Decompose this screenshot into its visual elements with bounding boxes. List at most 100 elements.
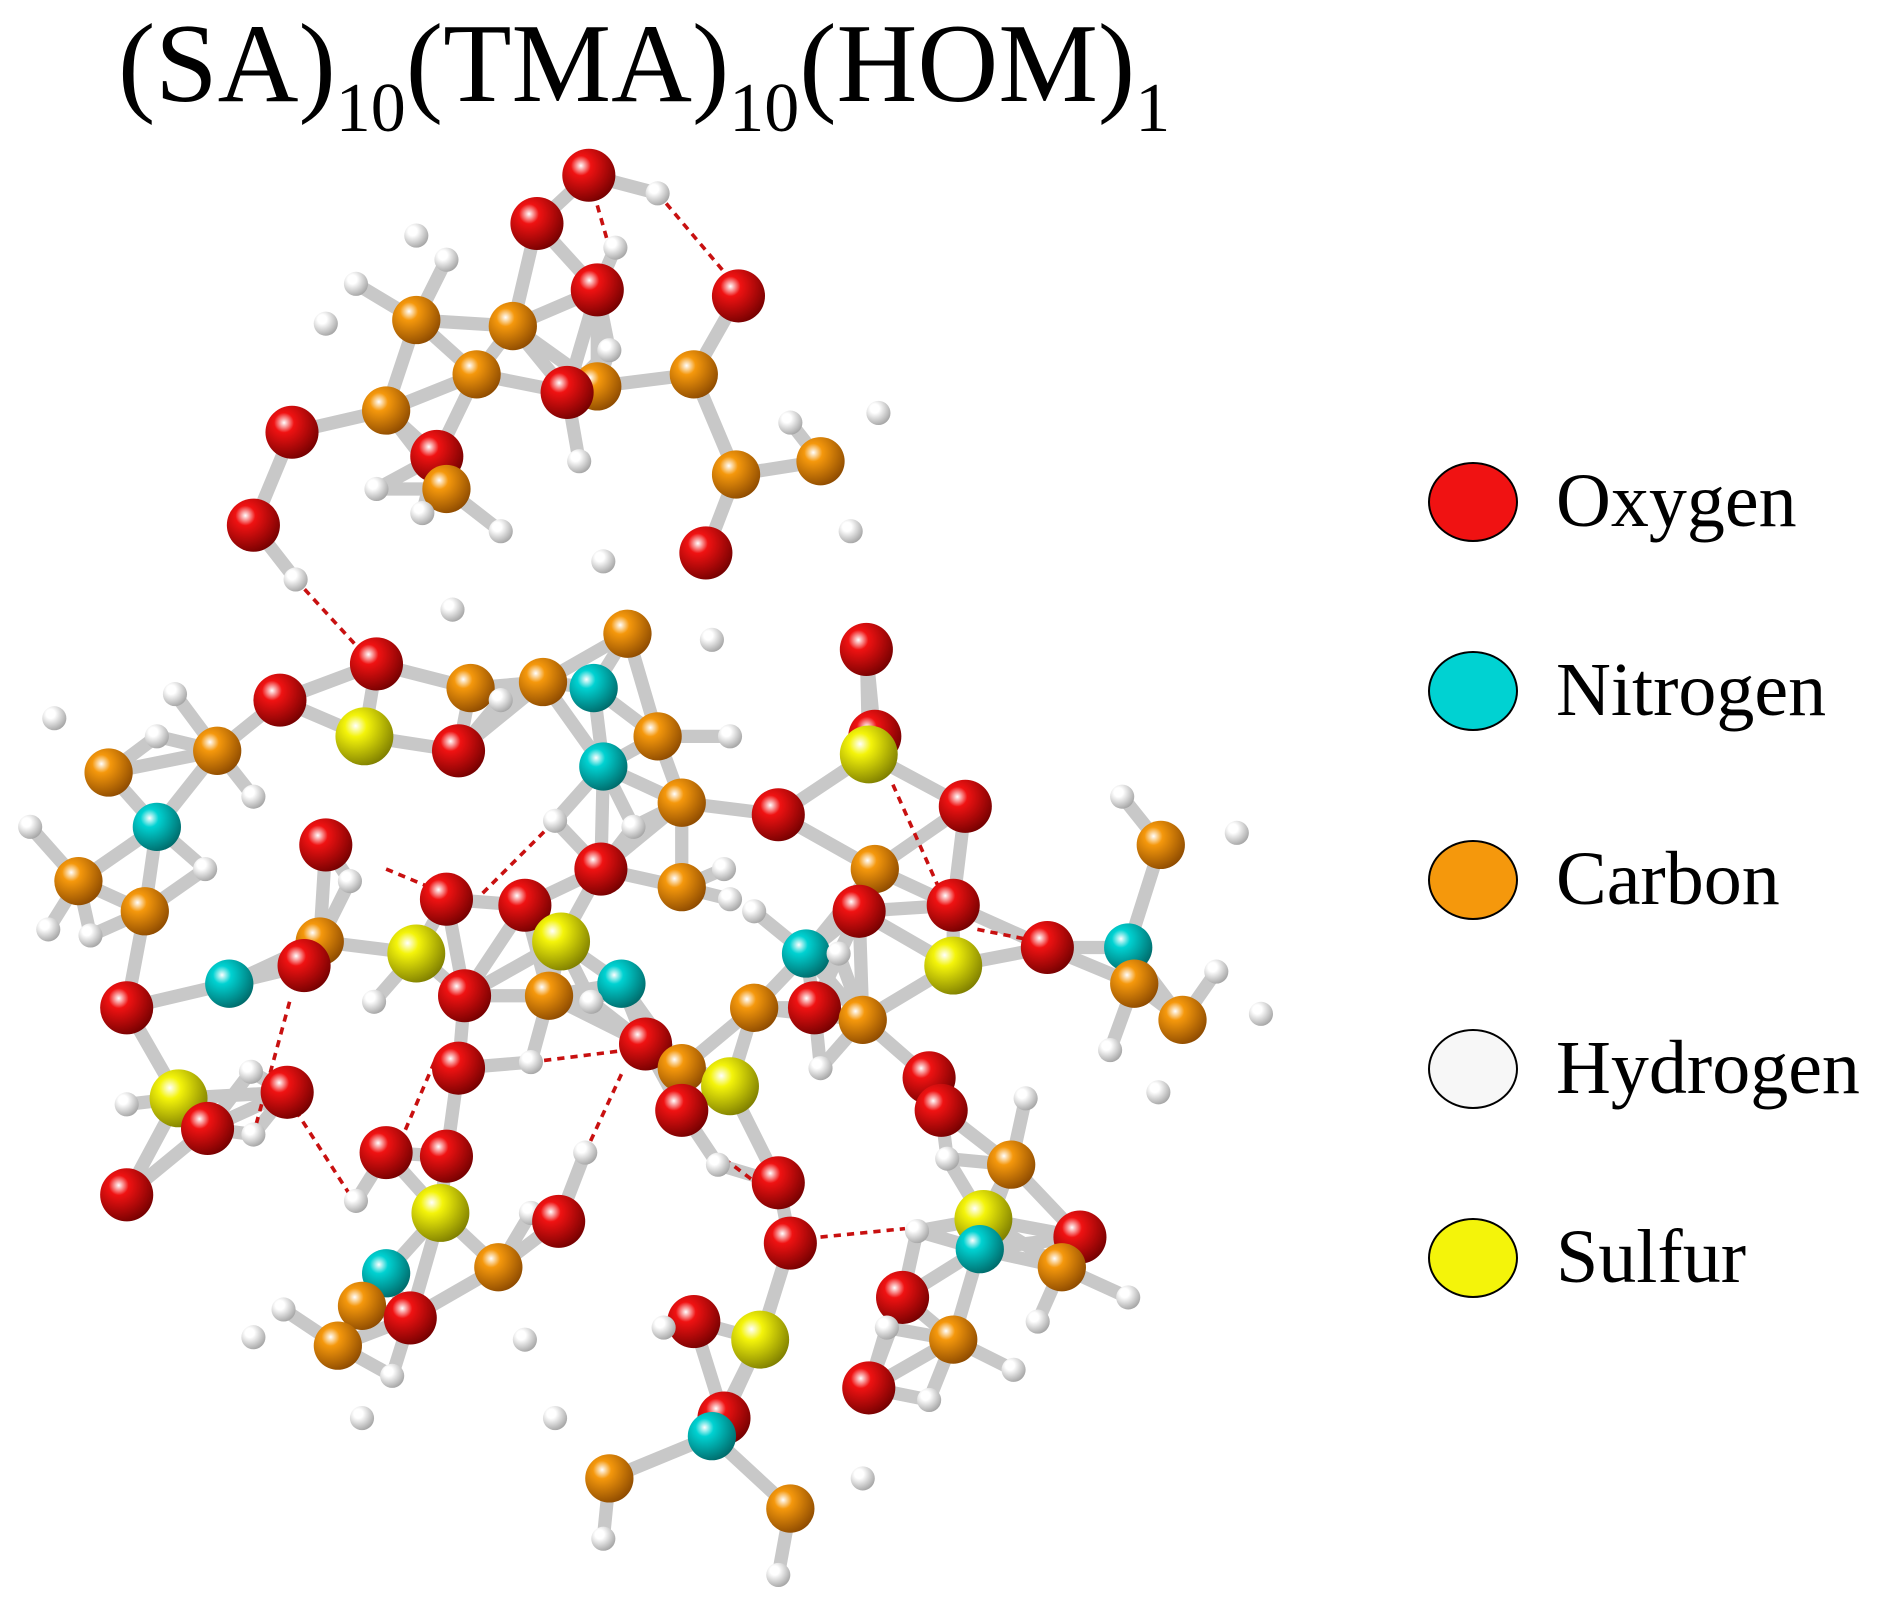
hydrogen-atom xyxy=(241,1122,266,1147)
hydrogen-atom xyxy=(573,1140,598,1165)
nitrogen-atom xyxy=(132,802,181,851)
hydrogen-bonds xyxy=(251,192,1039,1239)
hydrogen-atom xyxy=(518,1050,543,1075)
carbon-atom xyxy=(657,863,706,912)
hydrogen-atom xyxy=(711,856,737,882)
oxygen-atom xyxy=(180,1101,235,1156)
title-hom-count: 1 xyxy=(1135,70,1171,147)
hydrogen-atom xyxy=(645,181,670,206)
sulfur-atom xyxy=(924,936,983,995)
title-hom: (HOM) xyxy=(799,2,1136,126)
hydrogen-atom xyxy=(18,814,43,839)
hydrogen-atom xyxy=(144,724,169,749)
nitrogen-atom xyxy=(1104,923,1153,972)
carbon-atom xyxy=(603,609,652,658)
hydrogen-atom xyxy=(917,1387,942,1413)
hydrogen-bond xyxy=(251,1001,292,1135)
hydrogen-atom xyxy=(36,917,61,942)
oxygen-atom xyxy=(832,884,886,938)
nitrogen-atom xyxy=(205,959,254,1008)
carbon-atom xyxy=(1136,820,1185,870)
oxygen-atom xyxy=(914,1083,968,1137)
hydrogen-atom xyxy=(742,899,767,924)
hydrogen-atom xyxy=(591,549,616,574)
carbon-atom xyxy=(488,301,537,351)
hydrogen-atom xyxy=(193,856,218,882)
hydrogen-atom xyxy=(874,1315,899,1340)
sulfur-atom xyxy=(701,1057,759,1116)
nitrogen-atom xyxy=(597,959,646,1008)
hydrogen-atom xyxy=(542,808,568,833)
hydrogen-atom xyxy=(78,923,103,948)
carbon-atom xyxy=(766,1484,815,1533)
hydrogen-atom xyxy=(337,869,362,894)
hydrogen-bond xyxy=(294,1109,352,1196)
carbon-atom xyxy=(392,295,441,345)
carbon-atom xyxy=(313,1321,362,1370)
hydrogen-atom xyxy=(410,501,435,526)
carbon-atom xyxy=(518,657,568,707)
hydrogen-atom xyxy=(349,1406,375,1431)
carbon-atom xyxy=(84,748,133,797)
oxygen-atom xyxy=(532,1194,586,1248)
legend: Oxygen Nitrogen Carbon Hydrogen Sulfur xyxy=(1428,446,1860,1391)
hydrogen-atom xyxy=(717,724,743,749)
hydrogen-atom xyxy=(866,400,891,426)
hydrogen-bond xyxy=(294,578,364,654)
legend-label: Hydrogen xyxy=(1556,1026,1860,1110)
legend-label: Oxygen xyxy=(1556,459,1797,543)
hydrogen-atom xyxy=(1224,820,1249,845)
hydrogen-atom xyxy=(826,941,851,966)
title-tma: (TMA) xyxy=(405,2,730,126)
carbon-atom xyxy=(422,464,471,514)
hydrogen-atom xyxy=(1116,1285,1141,1310)
hydrogen-atom xyxy=(1204,959,1229,984)
hydrogen-atom xyxy=(591,1526,616,1551)
carbon-atom xyxy=(796,437,845,486)
hydrogen-atom xyxy=(1001,1357,1026,1382)
hydrogen-bond xyxy=(891,783,943,894)
oxygen-atom xyxy=(265,405,319,459)
hydrogen-atom xyxy=(808,1056,833,1081)
carbon-atom xyxy=(452,350,501,399)
legend-sulfur: Sulfur xyxy=(1428,1202,1860,1313)
legend-carbon: Carbon xyxy=(1428,824,1860,935)
hydrogen-bond xyxy=(396,1061,437,1148)
nitrogen-atom xyxy=(781,929,831,978)
legend-label: Nitrogen xyxy=(1556,648,1827,732)
oxygen-atom xyxy=(540,365,594,419)
oxygen-atom xyxy=(876,1270,930,1324)
oxygen-atom xyxy=(438,969,492,1023)
hydrogen-bond xyxy=(977,927,1039,944)
nitrogen-atom xyxy=(955,1225,1004,1274)
oxygen-atom xyxy=(431,1041,486,1095)
oxygen-atom xyxy=(349,637,404,691)
hydrogen-atom xyxy=(778,410,803,435)
hydrogen-atom xyxy=(364,476,389,502)
nitrogen-swatch xyxy=(1428,650,1518,731)
carbon-atom xyxy=(657,778,706,827)
oxygen-atom xyxy=(277,939,331,993)
hydrogen-atom xyxy=(542,1406,568,1431)
hydrogen-atom xyxy=(935,1146,960,1171)
hydrogen-atom xyxy=(488,688,513,713)
carbon-atom xyxy=(585,1454,634,1503)
hydrogen-atom xyxy=(597,338,622,363)
hydrogen-atom xyxy=(343,271,369,296)
sulfur-atom xyxy=(731,1310,790,1369)
carbon-atom xyxy=(730,983,779,1032)
hydrogen-bond xyxy=(583,1073,624,1154)
hydrogen-atom xyxy=(434,247,459,272)
hydrogen-atom xyxy=(488,519,513,544)
sulfur-atom xyxy=(335,707,394,766)
hydrogen-atom xyxy=(699,627,724,652)
oxygen-atom xyxy=(570,263,624,317)
legend-nitrogen: Nitrogen xyxy=(1428,635,1860,746)
oxygen-atom xyxy=(431,724,486,778)
carbon-swatch xyxy=(1428,839,1518,920)
hydrogen-atom xyxy=(904,1218,930,1244)
carbon-atom xyxy=(54,856,103,906)
oxygen-atom xyxy=(619,1017,673,1071)
hydrogen-atom xyxy=(380,1363,405,1388)
